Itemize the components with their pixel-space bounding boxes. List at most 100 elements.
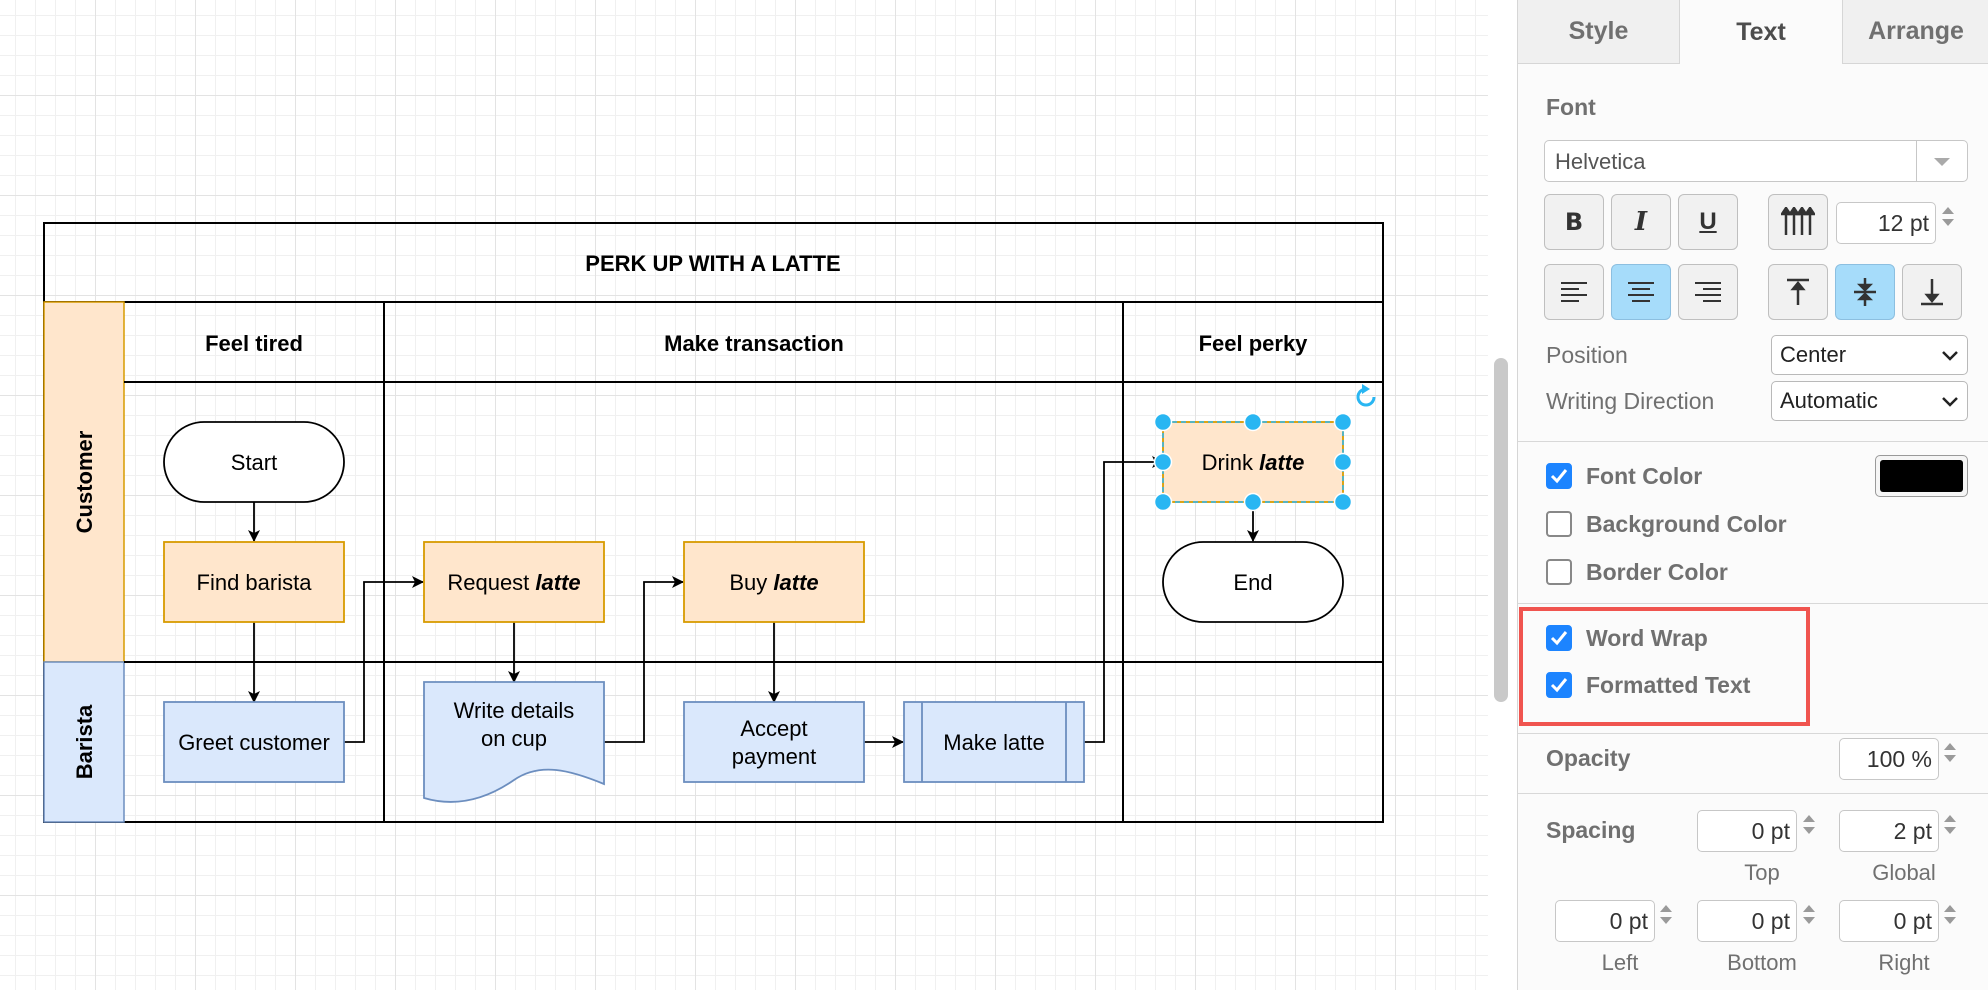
tab-style[interactable]: Style — [1518, 0, 1680, 64]
spacing-global-input[interactable]: 2 pt — [1839, 810, 1939, 852]
italic-button[interactable]: I — [1611, 194, 1671, 250]
formatted-text-label: Formatted Text — [1586, 672, 1751, 698]
opacity-stepper[interactable] — [1942, 738, 1958, 780]
find-barista-label: Find barista — [197, 570, 313, 595]
drink-latte-process[interactable] — [1162, 421, 1344, 503]
vertical-text-button[interactable] — [1768, 194, 1828, 250]
buy-latte-label: Buy latte — [729, 570, 818, 595]
request-latte-label: Request latte — [447, 570, 580, 595]
make-latte-label: Make latte — [943, 730, 1045, 755]
font-family-value: Helvetica — [1555, 149, 1646, 174]
font-size-input[interactable]: 12 pt — [1836, 202, 1936, 244]
align-middle-icon — [1854, 278, 1876, 306]
align-center-button[interactable] — [1611, 264, 1671, 320]
align-middle-button[interactable] — [1835, 264, 1895, 320]
align-right-button[interactable] — [1678, 264, 1738, 320]
spacing-bottom-input[interactable]: 0 pt — [1697, 900, 1797, 942]
canvas-vertical-scrollbar[interactable] — [1494, 358, 1508, 702]
spacing-top-input[interactable]: 0 pt — [1697, 810, 1797, 852]
spacing-left-caption: Left — [1601, 950, 1639, 975]
word-wrap-checkbox[interactable] — [1546, 625, 1572, 651]
write-details-label-line2: on cup — [481, 726, 547, 751]
align-right-icon — [1695, 282, 1721, 302]
selection-handles[interactable] — [1153, 412, 1353, 512]
accept-payment-process[interactable] — [683, 701, 865, 783]
highlight-box — [1519, 607, 1810, 726]
align-top-button[interactable] — [1768, 264, 1828, 320]
spacing-label: Spacing — [1546, 817, 1636, 843]
writing-direction-label: Writing Direction — [1546, 388, 1715, 414]
background-color-label: Background Color — [1586, 511, 1787, 537]
accept-payment-label-line1: Accept — [740, 716, 807, 741]
end-terminator[interactable] — [1162, 541, 1344, 623]
chevron-down-icon — [1942, 351, 1958, 361]
lane-label-customer: Customer — [72, 430, 97, 533]
diagram-canvas[interactable]: PERK UP WITH A LATTE Customer Barista Fe… — [0, 0, 1488, 990]
spacing-top-stepper[interactable] — [1801, 810, 1817, 852]
drink-latte-label: Drink latte — [1202, 450, 1305, 475]
bold-button[interactable]: B — [1544, 194, 1604, 250]
spacing-bottom-caption: Bottom — [1727, 950, 1797, 975]
start-terminator[interactable] — [163, 421, 345, 503]
word-wrap-label: Word Wrap — [1586, 625, 1708, 651]
spacing-right-input[interactable]: 0 pt — [1839, 900, 1939, 942]
font-color-swatch-button[interactable] — [1875, 455, 1968, 497]
greet-customer-label: Greet customer — [178, 730, 330, 755]
chevron-down-icon[interactable] — [1933, 157, 1951, 167]
opacity-input[interactable]: 100 % — [1839, 738, 1939, 780]
spacing-top-caption: Top — [1744, 860, 1780, 885]
spacing-right-stepper[interactable] — [1942, 900, 1958, 942]
font-family-combo[interactable]: Helvetica — [1544, 140, 1968, 182]
lane-header-customer[interactable] — [43, 301, 125, 663]
spacing-global-stepper[interactable] — [1942, 810, 1958, 852]
align-bottom-icon — [1921, 279, 1943, 306]
chevron-down-icon — [1942, 397, 1958, 407]
font-color-label: Font Color — [1586, 463, 1703, 489]
spacing-left-input[interactable]: 0 pt — [1555, 900, 1655, 942]
writing-direction-select[interactable]: Automatic — [1771, 381, 1968, 421]
request-latte-process[interactable] — [423, 541, 605, 623]
write-details-document[interactable] — [423, 681, 605, 803]
phase-feel-tired: Feel tired — [205, 331, 303, 356]
make-latte-subprocess[interactable] — [903, 701, 1085, 783]
position-select[interactable]: Center — [1771, 335, 1968, 375]
align-left-button[interactable] — [1544, 264, 1604, 320]
format-tabs: Style Text Arrange — [1518, 0, 1988, 64]
border-color-label: Border Color — [1586, 559, 1728, 585]
end-label: End — [1233, 570, 1272, 595]
phase-feel-perky: Feel perky — [1199, 331, 1309, 356]
rotate-handle-icon[interactable] — [1356, 384, 1376, 407]
start-label: Start — [231, 450, 277, 475]
diagram-title: PERK UP WITH A LATTE — [585, 251, 840, 276]
position-label: Position — [1546, 342, 1628, 368]
tab-arrange[interactable]: Arrange — [1843, 0, 1988, 64]
background-color-checkbox[interactable] — [1546, 511, 1572, 537]
format-panel: Style Text Arrange Font Helvetica B I U … — [1517, 0, 1988, 990]
spacing-right-caption: Right — [1878, 950, 1930, 975]
check-icon — [1550, 678, 1568, 693]
spacing-left-stepper[interactable] — [1658, 900, 1674, 942]
phase-make-transaction: Make transaction — [664, 331, 844, 356]
align-center-icon — [1628, 282, 1654, 302]
tab-text[interactable]: Text — [1680, 0, 1843, 64]
writing-direction-value: Automatic — [1780, 388, 1878, 413]
lane-header-barista[interactable] — [43, 661, 125, 823]
border-color-checkbox[interactable] — [1546, 559, 1572, 585]
align-top-icon — [1787, 278, 1809, 305]
align-bottom-button[interactable] — [1902, 264, 1962, 320]
accept-payment-label-line2: payment — [732, 744, 816, 769]
font-color-checkbox[interactable] — [1546, 463, 1572, 489]
vertical-text-icon — [1781, 207, 1815, 235]
underline-button[interactable]: U — [1678, 194, 1738, 250]
greet-customer-process[interactable] — [163, 701, 345, 783]
formatted-text-checkbox[interactable] — [1546, 672, 1572, 698]
font-size-stepper[interactable] — [1940, 202, 1956, 244]
check-icon — [1550, 631, 1568, 646]
opacity-label: Opacity — [1546, 745, 1631, 771]
swimlane-diagram: PERK UP WITH A LATTE Customer Barista Fe… — [43, 222, 1384, 823]
buy-latte-process[interactable] — [683, 541, 865, 623]
spacing-bottom-stepper[interactable] — [1801, 900, 1817, 942]
lane-label-barista: Barista — [72, 704, 97, 779]
find-barista-process[interactable] — [163, 541, 345, 623]
align-left-icon — [1561, 282, 1587, 302]
